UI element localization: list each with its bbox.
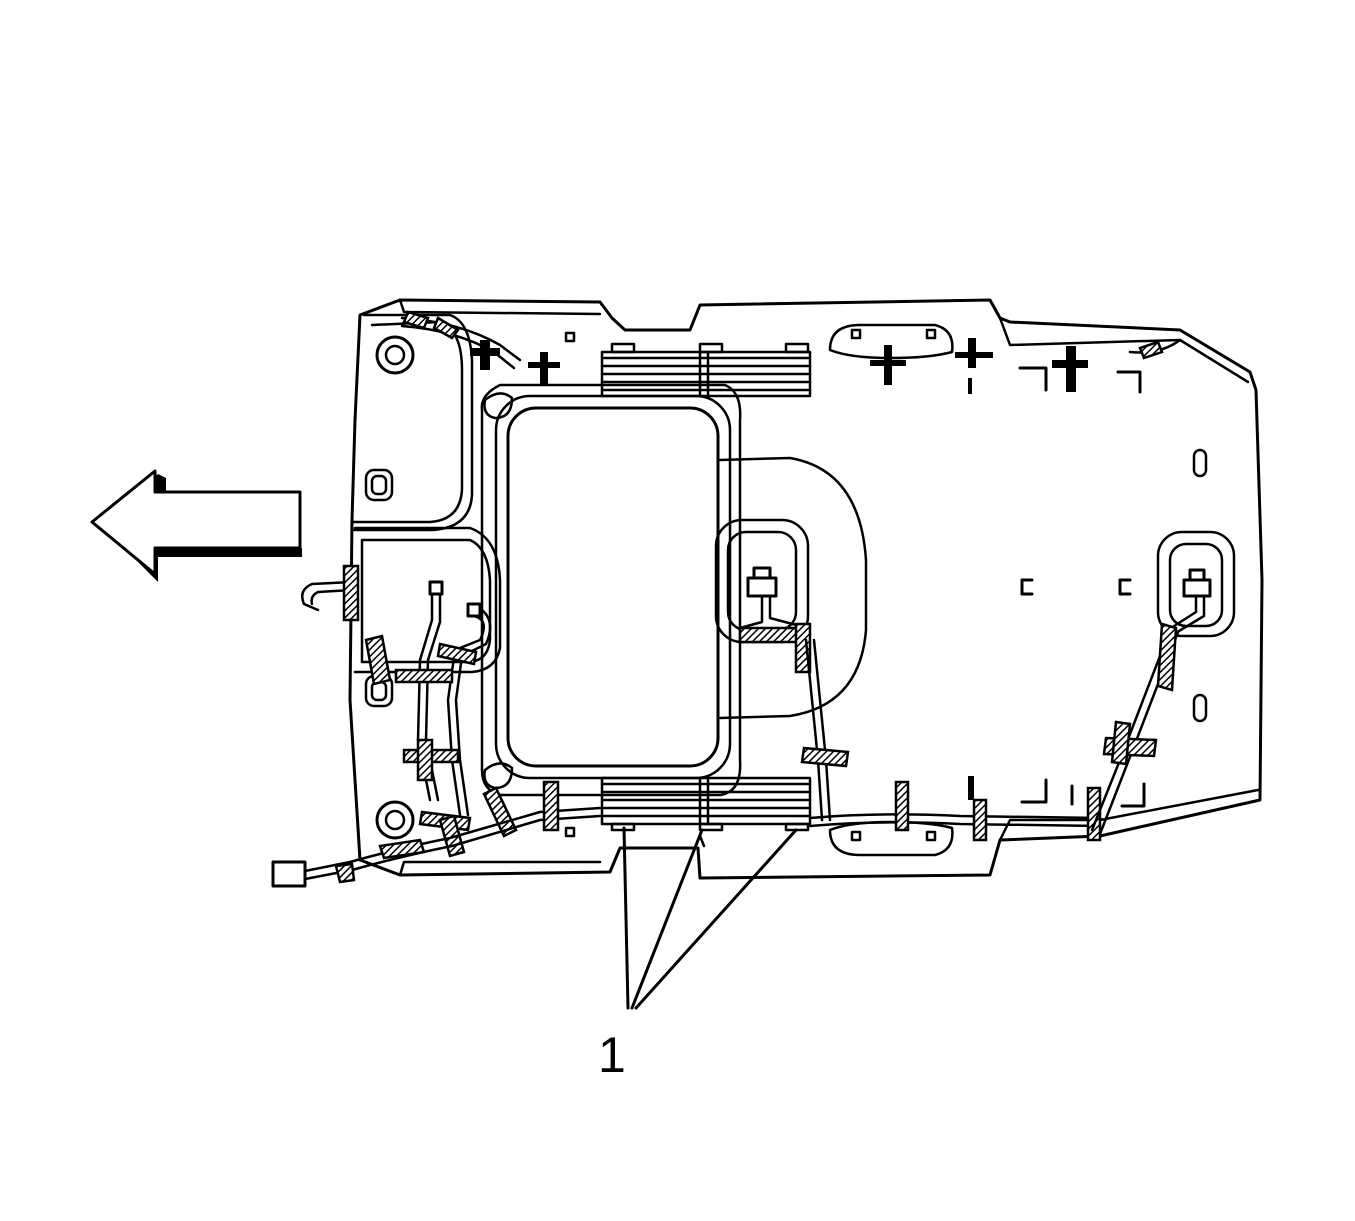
callout-leaders — [622, 826, 798, 1010]
arrow-left-icon — [90, 469, 302, 582]
dome-lamp-connector — [738, 566, 1212, 636]
upper-storage-panel — [600, 342, 812, 398]
front-harness — [271, 564, 602, 888]
retainer-clips — [1020, 578, 1132, 596]
mounting-bosses — [364, 323, 1208, 857]
center-harness — [738, 622, 850, 822]
rear-console-outline — [714, 456, 1236, 720]
sunroof-opening — [480, 383, 742, 797]
upper-harness — [400, 310, 1182, 394]
lower-storage-panel — [600, 776, 812, 832]
headliner-outline — [348, 298, 1264, 880]
lower-harness — [808, 622, 1180, 842]
callout-number: 1 — [598, 1027, 626, 1083]
